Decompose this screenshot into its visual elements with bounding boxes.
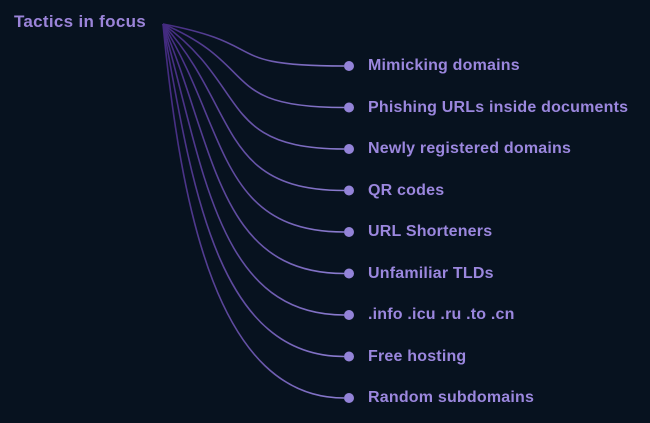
tactic-item: .info .icu .ru .to .cn xyxy=(368,305,515,325)
fan-curve xyxy=(162,23,345,192)
fan-curve xyxy=(162,23,345,233)
tactic-label: URL Shorteners xyxy=(368,223,493,240)
tactic-label: QR codes xyxy=(368,181,445,199)
tactic-label: Newly registered domains xyxy=(368,140,572,157)
bullet-dot xyxy=(344,61,354,71)
bullet-dot xyxy=(344,185,354,196)
diagram-title: Tactics in focus xyxy=(14,12,147,31)
tactic-label: Phishing URLs inside documents xyxy=(368,98,629,116)
tactic-item: URL Shorteners xyxy=(368,222,492,242)
tactic-item: Unfamiliar TLDs xyxy=(368,264,494,284)
fan-curves xyxy=(162,23,345,399)
fan-curve xyxy=(162,23,345,150)
tactic-label: Unfamiliar TLDs xyxy=(368,264,494,282)
tactic-item: Free hosting xyxy=(368,347,466,367)
fan-curve xyxy=(162,23,345,358)
bullet-dot xyxy=(344,102,354,113)
tactic-item: Random subdomains xyxy=(368,388,534,408)
tactic-label: Random subdomains xyxy=(368,389,535,406)
bullet-dot xyxy=(344,268,354,279)
bullet-dot xyxy=(344,351,354,362)
fan-curve xyxy=(162,23,345,316)
bullet-dot xyxy=(344,227,354,237)
fan-curve xyxy=(162,23,345,275)
bullet-dot xyxy=(344,144,354,154)
fan-bullets xyxy=(344,61,354,403)
fan-curve xyxy=(162,23,345,109)
fan-curve xyxy=(162,23,345,67)
tactic-item: Newly registered domains xyxy=(368,139,571,159)
tactic-label: Free hosting xyxy=(368,347,467,365)
bullet-dot xyxy=(344,393,354,403)
bullet-dot xyxy=(344,310,354,320)
tactic-item: Phishing URLs inside documents xyxy=(368,98,628,118)
tactic-item: Mimicking domains xyxy=(368,56,520,76)
tactic-item: QR codes xyxy=(368,181,444,201)
tactic-label: .info .icu .ru .to .cn xyxy=(368,306,515,323)
tactic-label: Mimicking domains xyxy=(368,57,520,74)
fan-curve xyxy=(162,23,345,399)
